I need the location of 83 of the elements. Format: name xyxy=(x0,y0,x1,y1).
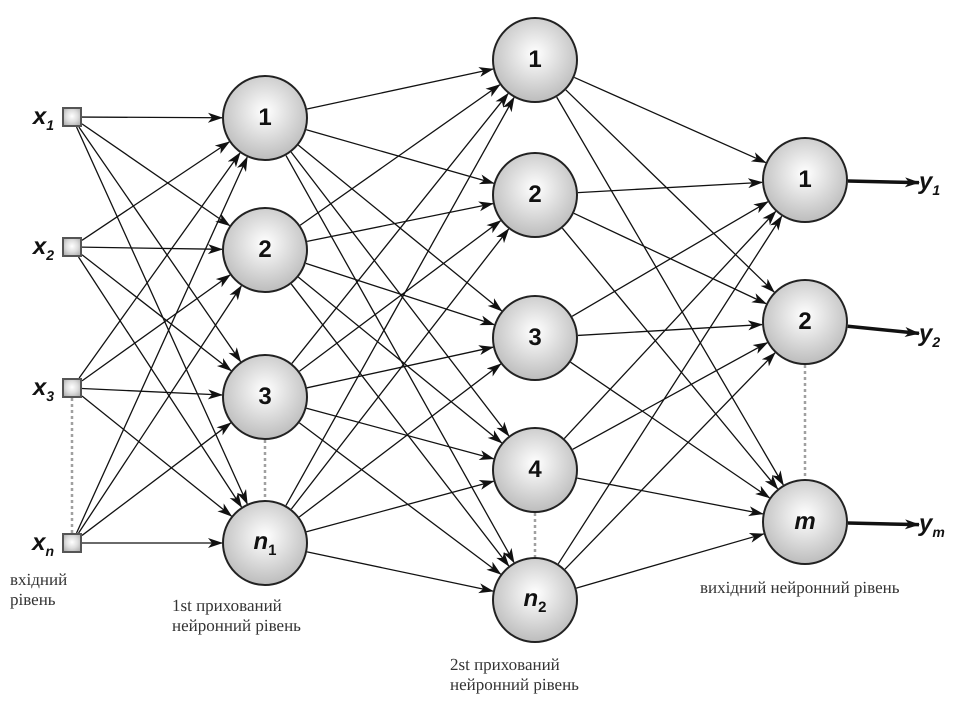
neuron-circle: 1 xyxy=(222,75,308,161)
arrow xyxy=(572,201,769,317)
arrow xyxy=(578,320,764,336)
input-variable: x$_{n}$ xyxy=(32,531,54,558)
layer-label: 2st прихований нейронний рівень xyxy=(450,655,580,694)
arrow xyxy=(82,422,232,536)
layer-label: вхідний рівень xyxy=(10,570,68,610)
arrow xyxy=(556,96,784,486)
arrow xyxy=(82,388,224,400)
input-variable: x$_{2}$ xyxy=(32,235,54,262)
input-square xyxy=(62,378,82,398)
arrow xyxy=(299,220,502,372)
arrow xyxy=(78,285,242,534)
neuron-circle: m xyxy=(762,479,848,565)
arrow xyxy=(290,228,510,510)
arrow xyxy=(82,538,223,548)
arrow xyxy=(78,126,242,362)
arrow xyxy=(848,324,920,337)
arrow xyxy=(285,155,515,564)
input-variable: x$_{1}$ xyxy=(32,105,54,132)
output-variable: y$_{m}$ xyxy=(919,512,945,538)
arrow xyxy=(572,342,768,450)
neuron-circle: 3 xyxy=(492,295,578,381)
input-square xyxy=(62,533,82,553)
arrow xyxy=(298,422,502,575)
neuron-circle: 1 xyxy=(492,17,578,103)
arrow xyxy=(306,408,494,460)
neuron-circle: 2 xyxy=(222,207,308,293)
input-variable: x$_{3}$ xyxy=(32,376,54,403)
arrow xyxy=(570,362,770,498)
neuron-circle: 3 xyxy=(222,354,308,440)
arrow xyxy=(82,396,232,517)
arrow xyxy=(574,212,767,304)
arrow xyxy=(562,228,778,490)
arrow xyxy=(78,152,241,378)
neuron-circle: 2 xyxy=(762,279,848,365)
output-variable: y$_{2}$ xyxy=(919,322,940,348)
arrow xyxy=(285,96,515,506)
neuron-circle: 2 xyxy=(492,152,578,238)
dotted-line xyxy=(264,440,266,500)
dotted-line xyxy=(70,398,74,533)
arrow xyxy=(298,363,502,518)
layer-label: вихідний нейронний рівень xyxy=(700,578,900,598)
arrow xyxy=(78,256,242,508)
arrow xyxy=(290,284,510,567)
neuron-circle: 1 xyxy=(762,137,848,223)
dotted-line xyxy=(534,513,536,557)
arrow xyxy=(82,112,223,123)
arrow xyxy=(82,254,232,372)
arrow xyxy=(307,201,494,242)
arrow xyxy=(576,533,765,589)
arrow xyxy=(82,123,230,226)
arrow xyxy=(300,84,501,226)
arrow xyxy=(306,262,496,326)
neuron-circle: 4 xyxy=(492,427,578,513)
arrow xyxy=(298,144,502,312)
arrow xyxy=(298,276,502,444)
input-square xyxy=(62,107,82,127)
arrow xyxy=(82,141,230,241)
neuron-circle: n$_{2}$ xyxy=(492,557,578,643)
arrow xyxy=(82,274,231,382)
arrow xyxy=(291,92,509,364)
arrow xyxy=(848,177,920,188)
arrow xyxy=(306,345,494,388)
arrow xyxy=(564,352,776,570)
arrow xyxy=(306,480,494,532)
arrow xyxy=(306,551,494,594)
arrow xyxy=(848,519,920,530)
arrow xyxy=(578,178,764,194)
arrow xyxy=(565,89,775,293)
neuron-circle: n$_{1}$ xyxy=(222,500,308,586)
arrow xyxy=(306,129,495,184)
arrow xyxy=(564,210,776,439)
output-variable: y$_{1}$ xyxy=(919,170,940,196)
arrow xyxy=(558,215,782,564)
arrow xyxy=(306,67,494,110)
input-square xyxy=(62,237,82,257)
arrow xyxy=(577,478,764,516)
arrow xyxy=(82,244,223,254)
dotted-line xyxy=(804,365,806,479)
arrow xyxy=(574,76,767,164)
arrow xyxy=(290,152,510,437)
layer-label: 1st прихований нейронний рівень xyxy=(172,596,302,636)
